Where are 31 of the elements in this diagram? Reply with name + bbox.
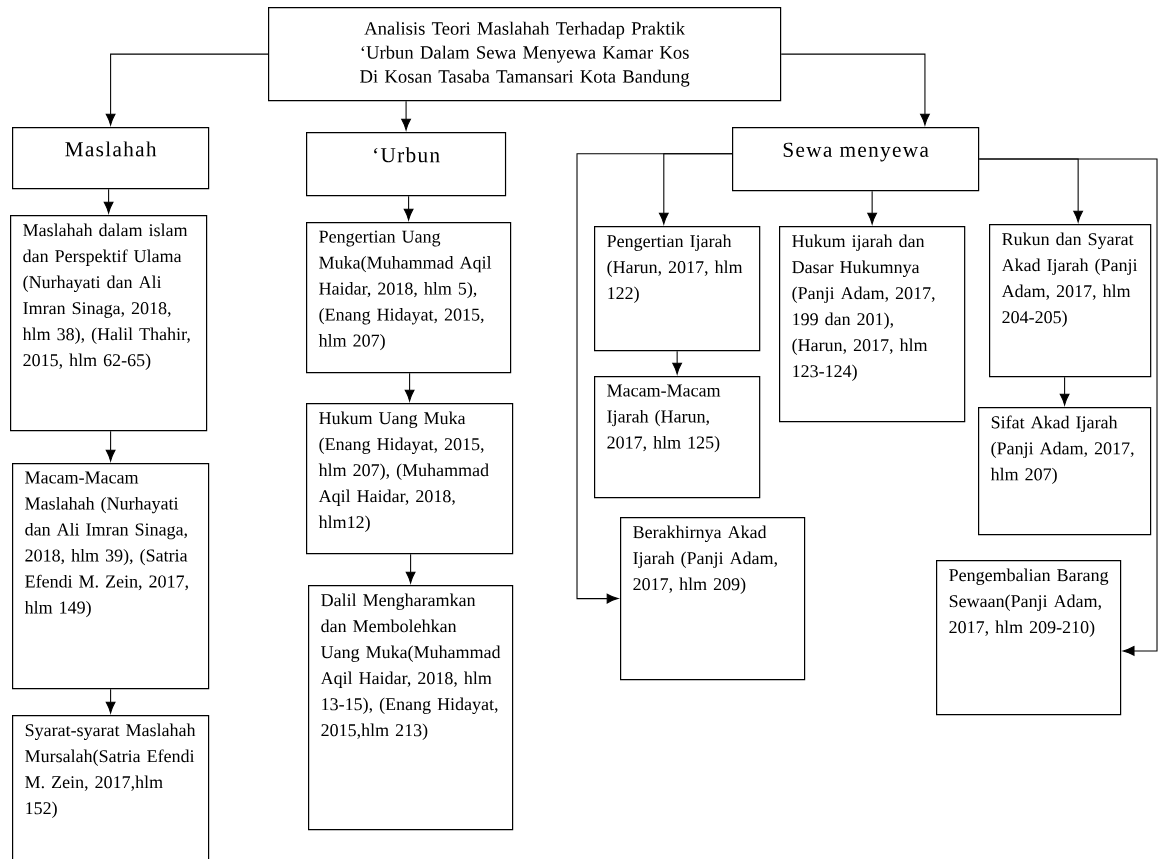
subtopic-box: Macam-Macam Maslahah (Nurhayati dan Ali Imran Sinaga, 2018, hlm 39), (Satria Efendi M. Zein, 2017, hlm 149) xyxy=(12,463,210,690)
subtopic-box: Syarat-syarat Maslahah Mursalah(Satria Efendi M. Zein, 2017,hlm 152) xyxy=(12,715,210,859)
subtopic-box: Berakhirnya Akad Ijarah (Panji Adam, 2017, hlm 209) xyxy=(620,517,806,681)
arrow xyxy=(103,188,114,214)
arrow xyxy=(576,153,733,604)
subtopic-box: Sifat Akad Ijarah (Panji Adam, 2017, hlm 207) xyxy=(978,407,1152,536)
subtopic-box: Maslahah dalam islam dan Perspektif Ulama (Nurhayati dan Ali Imran Sinaga, 2018, hlm 38), (Halil Thahir, 2015, hlm 62-65) xyxy=(10,215,208,432)
arrow xyxy=(404,372,415,402)
topic-box: Sewa menyewa xyxy=(732,127,980,192)
subtopic-box: Pengertian Uang Muka(Muhammad Aqil Haidar, 2018, hlm 5), (Enang Hidayat, 2015, hlm 207) xyxy=(306,222,512,374)
arrow xyxy=(105,430,116,462)
title-box: Analisis Teori Maslahah Terhadap Praktik ‘Urbun Dalam Sewa Menyewa Kamar Kos Di Kosan Tasaba Tamansari Kota Bandung xyxy=(268,7,782,102)
arrow xyxy=(105,688,116,714)
arrow xyxy=(867,190,878,225)
topic-box: ‘Urbun xyxy=(306,132,507,197)
subtopic-box: Hukum Uang Muka (Enang Hidayat, 2015, hlm 207), (Muhammad Aqil Haidar, 2018, hlm12) xyxy=(306,403,514,555)
subtopic-box: Dalil Mengharamkan dan Membolehkan Uang Muka(Muhammad Aqil Haidar, 2018, hlm 13-15), (Enang Hidayat, 2015,hlm 213) xyxy=(308,585,514,831)
subtopic-box: Rukun dan Syarat Akad Ijarah (Panji Adam, 2017, hlm 204-205) xyxy=(989,224,1152,378)
arrow xyxy=(403,195,414,221)
subtopic-box: Pengembalian Barang Sewaan(Panji Adam, 2017, hlm 209-210) xyxy=(936,560,1122,716)
arrow xyxy=(405,553,416,584)
subtopic-box: Pengertian Ijarah (Harun, 2017, hlm 122) xyxy=(594,226,761,352)
topic-box: Maslahah xyxy=(12,127,210,190)
arrow xyxy=(401,100,411,131)
arrow xyxy=(1059,376,1070,406)
arrow xyxy=(105,53,269,126)
subtopic-box: Hukum ijarah dan Dasar Hukumnya (Panji Adam, 2017, 199 dan 201), (Harun, 2017, hlm 123-124) xyxy=(779,226,966,423)
arrow xyxy=(780,53,930,126)
arrow xyxy=(978,158,1158,656)
subtopic-box: Macam-Macam Ijarah (Harun, 2017, hlm 125) xyxy=(594,376,761,499)
arrow xyxy=(672,350,683,375)
